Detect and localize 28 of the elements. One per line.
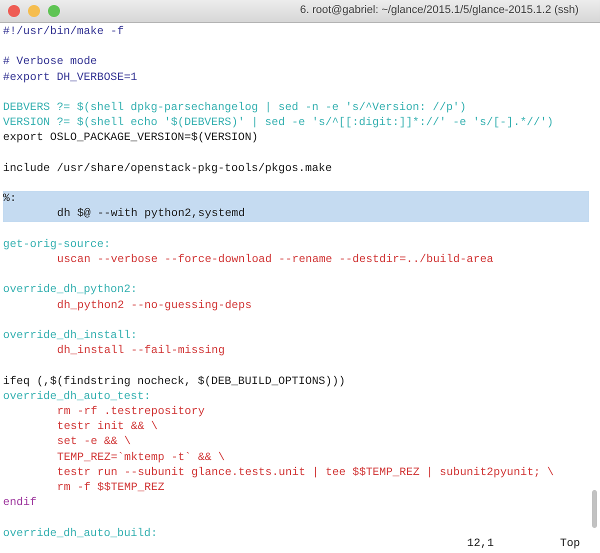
code-line: set -e && \ (57, 435, 131, 450)
scroll-position: Top (560, 537, 580, 552)
code-line: dh $@ --with python2,systemd (57, 207, 245, 222)
make-target: override_dh_install: (3, 329, 138, 344)
code-line: testr run --subunit glance.tests.unit | tee $$TEMP_REZ | subunit2pyunit; \ (57, 466, 554, 481)
code-line: testr init && \ (57, 420, 158, 436)
code-line: VERSION ?= $(shell echo '$(DEBVERS)' | sed -e 's/^[[:digit:]]*://' -e 's/[-].*//') (3, 116, 554, 132)
code-line: include /usr/share/openstack-pkg-tools/pkgos.make (3, 162, 332, 177)
make-target: override_dh_auto_build: (3, 526, 158, 542)
make-target: %: (3, 192, 16, 208)
code-line: dh_install --fail-missing (57, 344, 225, 360)
comment-line: #export DH_VERBOSE=1 (3, 70, 138, 86)
code-line: export OSLO_PACKAGE_VERSION=$(VERSION) (3, 131, 258, 146)
code-line: rm -rf .testrepository (57, 405, 205, 420)
comment-line: # Verbose mode (3, 55, 97, 70)
code-line: dh_python2 --no-guessing-deps (57, 298, 252, 314)
code-line: DEBVERS ?= $(shell dpkg-parsechangelog | sed -n -e 's/^Version: //p') (3, 101, 466, 116)
window-title: 6. root@gabriel: ~/glance/2015.1/5/glance-2015.1.2 (ssh) (300, 4, 579, 16)
make-target: override_dh_auto_test: (3, 390, 151, 405)
cursor-position: 12,1 (467, 537, 494, 552)
code-line: ifeq (,$(findstring nocheck, $(DEB_BUILD_OPTIONS))) (3, 374, 346, 390)
shebang-line: #!/usr/bin/make -f (3, 25, 124, 40)
make-target: override_dh_python2: (3, 283, 138, 298)
code-line: rm -f $$TEMP_REZ (57, 481, 164, 496)
code-line: TEMP_REZ=`mktemp -t` && \ (57, 450, 225, 466)
code-line: uscan --verbose --force-download --rename --destdir=../build-area (57, 253, 494, 268)
make-target: get-orig-source: (3, 238, 110, 253)
code-line: endif (3, 496, 37, 512)
